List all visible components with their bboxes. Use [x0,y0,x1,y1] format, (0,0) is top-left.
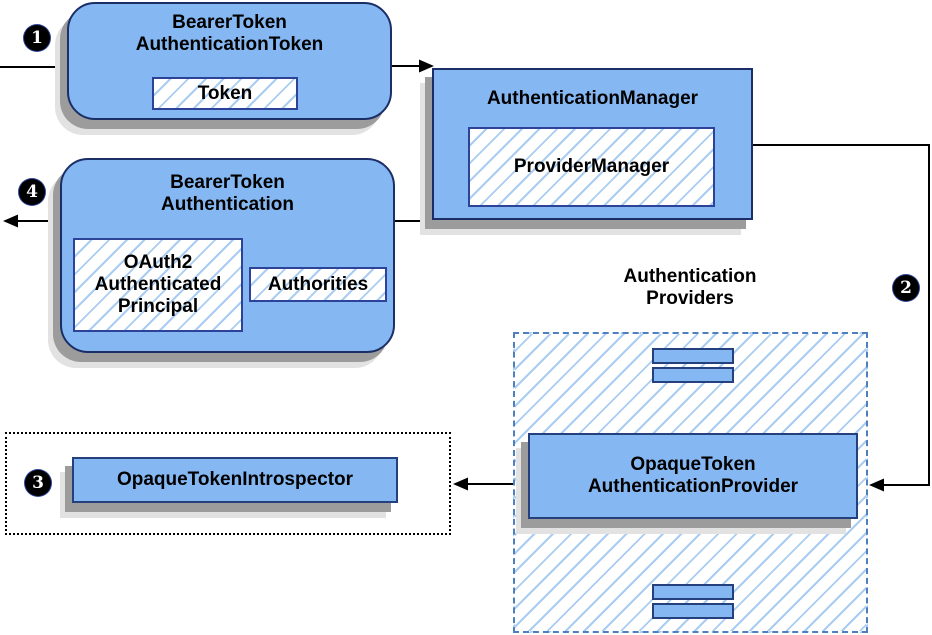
step-badge-2: 2 [893,275,919,301]
oauth2-authenticated-principal-chip: OAuth2 Authenticated Principal [73,238,243,332]
step-badge-4: 4 [19,179,45,205]
authentication-providers-label: Authentication Providers [623,266,757,309]
provider-slot-rect [652,367,734,383]
provider-manager-chip: ProviderManager [468,127,715,207]
authentication-manager-title: AuthenticationManager [486,88,699,109]
bearer-token-authentication-box: BearerToken Authentication OAuth2 Authen… [60,158,395,353]
step-badge-3: 3 [25,470,51,496]
authentication-manager-box: AuthenticationManager ProviderManager [432,68,753,220]
provider-slot-rect [652,348,734,364]
provider-to-introspector-arrow [453,477,513,491]
provider-slot-rect [652,584,734,600]
bearer-token-authentication-token-title: BearerToken AuthenticationToken [135,12,324,55]
opaque-token-authentication-provider-box: OpaqueToken AuthenticationProvider [528,433,858,519]
token-chip: Token [152,77,298,110]
bearer-token-authentication-title: BearerToken Authentication [161,172,294,215]
authorities-chip: Authorities [249,267,387,302]
provider-slot-rect [652,603,734,619]
opaque-token-introspector-box: OpaqueTokenIntrospector [72,457,398,503]
token-to-manager-arrow [392,59,434,73]
introspector-dotted-container [5,432,451,535]
authentication-result-arrow [3,214,60,228]
bearer-token-authentication-token-box: BearerToken AuthenticationToken Token [67,2,392,120]
step-badge-1: 1 [24,25,50,51]
